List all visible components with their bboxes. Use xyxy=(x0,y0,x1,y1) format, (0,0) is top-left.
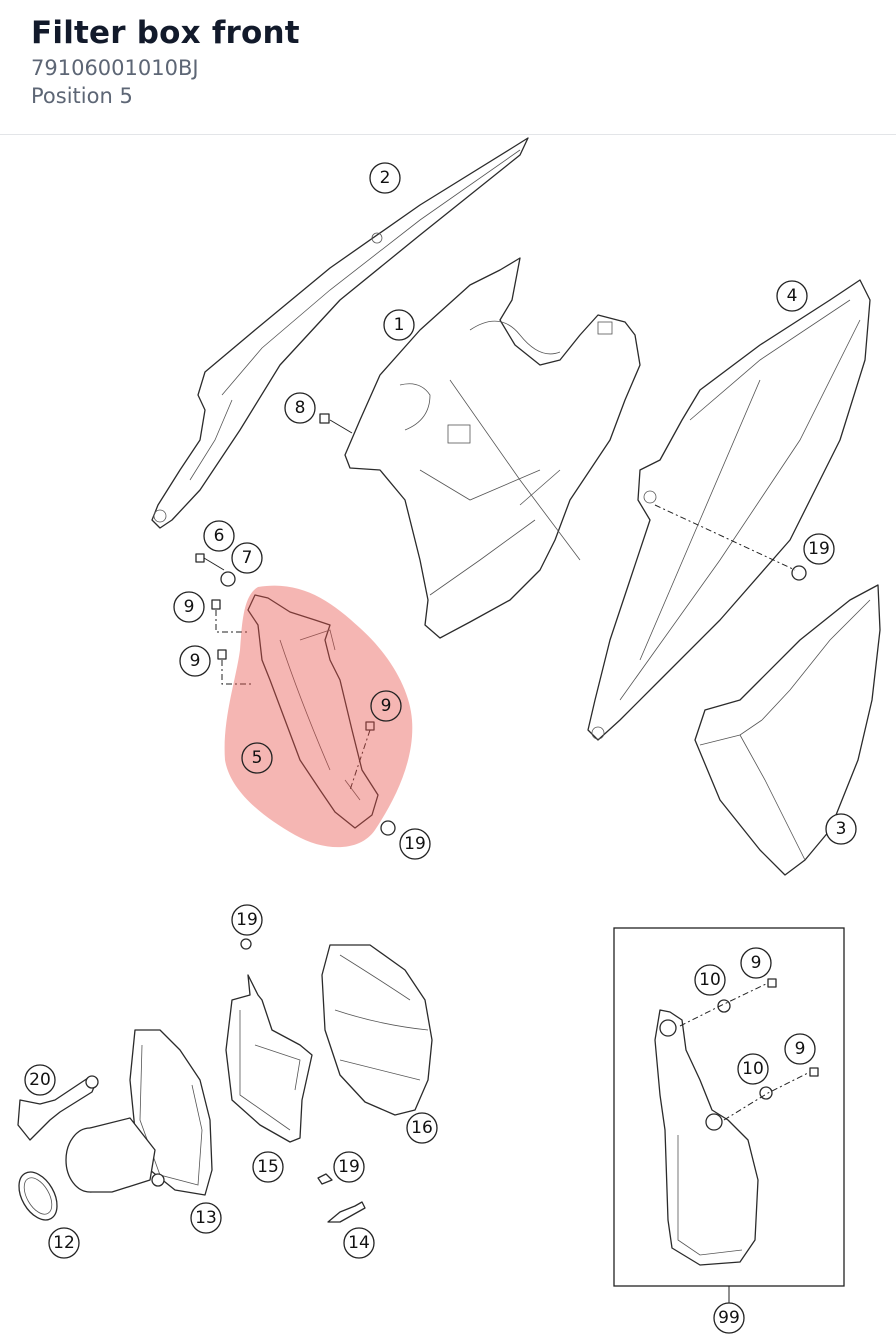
callout-6[interactable]: 6 xyxy=(203,520,235,552)
svg-text:19: 19 xyxy=(236,910,258,930)
svg-text:12: 12 xyxy=(53,1233,75,1253)
svg-text:20: 20 xyxy=(29,1070,51,1090)
svg-text:2: 2 xyxy=(380,168,391,188)
part-2-rear-rail xyxy=(151,137,529,529)
callout-19-lower[interactable]: 19 xyxy=(399,828,431,860)
callout-9-upper[interactable]: 9 xyxy=(173,591,205,623)
callout-9-middle[interactable]: 9 xyxy=(179,645,211,677)
callout-1[interactable]: 1 xyxy=(383,309,415,341)
svg-text:19: 19 xyxy=(338,1157,360,1177)
callout-13[interactable]: 13 xyxy=(190,1202,222,1234)
part-5-filter-box-front xyxy=(247,594,379,829)
part-16-filter-element xyxy=(321,944,433,1116)
svg-text:19: 19 xyxy=(808,539,830,559)
part-12-hose-clamp xyxy=(18,1171,58,1221)
part-20-breather xyxy=(17,1075,99,1141)
hardware-screws-cluster xyxy=(195,413,807,836)
part-3-side-cover xyxy=(694,584,881,876)
svg-text:13: 13 xyxy=(195,1208,217,1228)
svg-text:9: 9 xyxy=(751,953,762,973)
part-4-side-panel xyxy=(587,279,871,741)
svg-text:9: 9 xyxy=(381,696,392,716)
callout-16[interactable]: 16 xyxy=(406,1112,438,1144)
callout-5[interactable]: 5 xyxy=(241,742,273,774)
svg-text:9: 9 xyxy=(190,651,201,671)
position-label: Position 5 xyxy=(31,84,133,108)
callout-2[interactable]: 2 xyxy=(369,162,401,194)
part-14-clip xyxy=(317,1173,366,1223)
page-title: Filter box front xyxy=(31,15,300,51)
callout-9-highlight[interactable]: 9 xyxy=(370,690,402,722)
callout-10-upper[interactable]: 10 xyxy=(694,964,726,996)
svg-text:9: 9 xyxy=(795,1039,806,1059)
svg-text:15: 15 xyxy=(257,1157,279,1177)
part-13-intake-frame xyxy=(65,1029,213,1196)
selected-part-highlight xyxy=(224,585,413,848)
svg-text:16: 16 xyxy=(411,1118,433,1138)
svg-text:7: 7 xyxy=(242,548,253,568)
callout-9-inset-lower[interactable]: 9 xyxy=(784,1033,816,1065)
callout-9-inset-upper[interactable]: 9 xyxy=(740,947,772,979)
callout-12[interactable]: 12 xyxy=(48,1227,80,1259)
callout-19-top-clip[interactable]: 19 xyxy=(231,904,263,936)
callout-8[interactable]: 8 xyxy=(284,392,316,424)
callout-20[interactable]: 20 xyxy=(24,1064,56,1096)
svg-text:19: 19 xyxy=(404,834,426,854)
callout-99[interactable]: 99 xyxy=(713,1302,745,1334)
svg-text:1: 1 xyxy=(394,315,405,335)
part-number: 79106001010BJ xyxy=(31,56,199,80)
callout-3[interactable]: 3 xyxy=(825,813,857,845)
inset-detail-box xyxy=(613,927,845,1304)
callout-19-bottom-clip[interactable]: 19 xyxy=(333,1151,365,1183)
callout-10-lower[interactable]: 10 xyxy=(737,1053,769,1085)
callout-4[interactable]: 4 xyxy=(776,280,808,312)
callout-19-right[interactable]: 19 xyxy=(803,533,835,565)
svg-text:4: 4 xyxy=(787,286,798,306)
svg-text:6: 6 xyxy=(214,526,225,546)
svg-text:5: 5 xyxy=(252,748,263,768)
svg-text:8: 8 xyxy=(295,398,306,418)
callout-7[interactable]: 7 xyxy=(231,542,263,574)
svg-text:14: 14 xyxy=(348,1233,370,1253)
callout-14[interactable]: 14 xyxy=(343,1227,375,1259)
svg-text:3: 3 xyxy=(836,819,847,839)
svg-text:99: 99 xyxy=(718,1308,740,1328)
part-1-airbox-housing xyxy=(344,257,641,639)
svg-text:9: 9 xyxy=(184,597,195,617)
part-15-filter-cage xyxy=(225,938,313,1143)
callout-15[interactable]: 15 xyxy=(252,1151,284,1183)
svg-text:10: 10 xyxy=(742,1059,764,1079)
svg-text:10: 10 xyxy=(699,970,721,990)
page-header: Filter box front 79106001010BJ Position … xyxy=(0,0,896,135)
